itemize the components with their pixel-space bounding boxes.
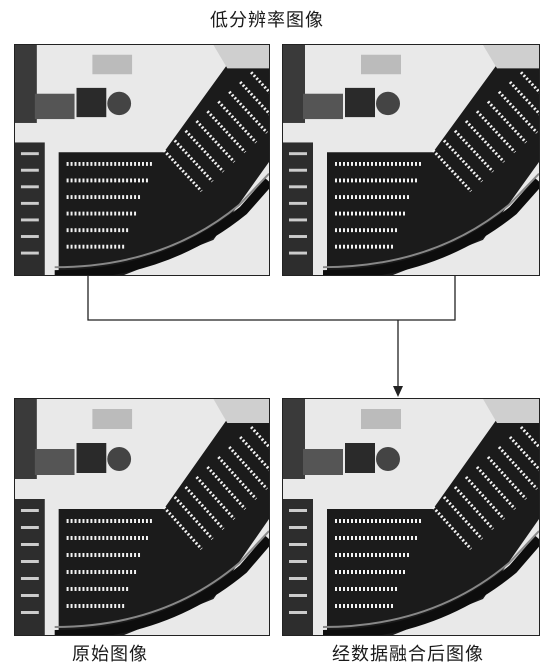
fused-image bbox=[282, 398, 540, 636]
parking-lot-aerial-photo bbox=[283, 45, 539, 275]
original-image-label: 原始图像 bbox=[72, 644, 148, 665]
parking-lot-aerial-photo bbox=[283, 399, 539, 635]
low-resolution-image-right bbox=[282, 44, 540, 276]
low-resolution-image-left bbox=[14, 44, 270, 276]
original-image bbox=[14, 398, 270, 636]
parking-lot-aerial-photo bbox=[15, 45, 269, 275]
low-resolution-image-label: 低分辨率图像 bbox=[210, 10, 324, 31]
connector-line bbox=[87, 276, 456, 392]
parking-lot-aerial-photo bbox=[15, 399, 269, 635]
arrowhead-icon bbox=[393, 386, 403, 397]
fused-image-label: 经数据融合后图像 bbox=[332, 644, 484, 665]
